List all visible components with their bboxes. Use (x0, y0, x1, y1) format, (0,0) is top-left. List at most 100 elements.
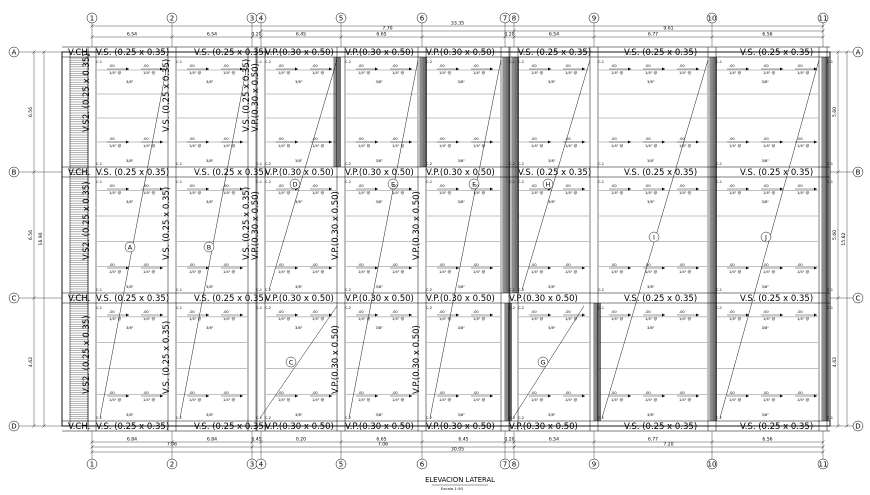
rebar-spacing-label: .00 (189, 184, 195, 188)
rebar-arrow (662, 394, 665, 398)
rebar-spacing-label: .00 (797, 184, 803, 188)
rebar-spacing-label: .00 (531, 184, 537, 188)
rebar-size-label: 1/4" @ (679, 270, 692, 274)
dim-bottom: 6.45 (251, 436, 261, 442)
rebar-arrow (375, 266, 378, 270)
axis-bubble-x (166, 12, 178, 24)
rebar-bar-label: 3/8" (647, 285, 655, 289)
column-tag: C-2 (345, 60, 351, 64)
dim-bottom-partial: 7.20 (663, 441, 673, 447)
rebar-bar-label: 3/8" (126, 285, 134, 289)
column-tag: C-1 (827, 288, 833, 292)
rebar-spacing-label: .00 (797, 391, 803, 395)
rebar-size-label: 1/4" @ (729, 144, 742, 148)
axis-label-x: 10 (708, 14, 717, 22)
beam-label-vertical: V.S. (0.25 x 0.35) (242, 59, 252, 132)
rebar-size-label: 1/4" @ (358, 317, 371, 321)
rebar-arrow (582, 266, 585, 270)
beam-label-horizontal: V.S. (0.25 x 0.35) (194, 168, 267, 178)
beam-label-vch: V.CH. (68, 168, 90, 178)
rebar-size-label: 1/4" @ (645, 270, 658, 274)
rebar-bar-label: 3/8" (126, 159, 134, 163)
rebar-size-label: 1/4" @ (278, 144, 291, 148)
beam-label-horizontal: V.P.(0.30 x 0.50) (345, 422, 414, 432)
rebar-size-label: 1/4" @ (109, 191, 122, 195)
rebar-size-label: 1/4" @ (473, 270, 486, 274)
rebar-bar-label: 3/8" (126, 326, 134, 330)
column-tag: C-2 (426, 416, 432, 420)
rebar-spacing-label: .00 (565, 310, 571, 314)
beam-label-horizontal: V.P.(0.30 x 0.50) (426, 168, 495, 178)
rebar-bar-label: 3/8" (376, 413, 384, 417)
beam-label-vch: V.CH. (68, 422, 90, 432)
axis-label-x: 9 (592, 460, 596, 468)
beam-label-horizontal: V.P.(0.30 x 0.50) (426, 48, 495, 58)
column-tag: C-2 (509, 416, 515, 420)
column-tag: C-2 (518, 180, 524, 184)
rebar-spacing-label: .00 (645, 310, 651, 314)
rebar-size-label: 1/4" @ (312, 270, 325, 274)
axis-label-y: D (11, 422, 16, 430)
rebar-size-label: 1/4" @ (189, 71, 202, 75)
dim-bottom-partial: 7.06 (378, 441, 388, 447)
rebar-arrow (696, 266, 699, 270)
rebar-spacing-label: .00 (473, 263, 479, 267)
column-tag: C-1 (716, 416, 722, 420)
rebar-size-label: 1/4" @ (109, 317, 122, 321)
rebar-spacing-label: .00 (729, 310, 735, 314)
column-tag: C-2 (518, 416, 524, 420)
column-tag: C-2 (345, 162, 351, 166)
rebar-spacing-label: .00 (312, 137, 318, 141)
rebar-spacing-label: .00 (645, 391, 651, 395)
beam-label-horizontal: V.S. (0.25 x 0.35) (740, 422, 813, 432)
rebar-arrow (329, 394, 332, 398)
beam-label-horizontal: V.P.(0.30 x 0.50) (265, 294, 334, 304)
rebar-spacing-label: .00 (278, 310, 284, 314)
dim-top: 6.54 (549, 31, 559, 37)
section-letter: C (289, 358, 294, 366)
beam-label-horizontal: V.S. (0.25 x 0.35) (624, 422, 697, 432)
column-tag: C-1 (598, 162, 604, 166)
rebar-size-label: 1/4" @ (611, 270, 624, 274)
rebar-arrow (628, 313, 631, 317)
rebar-arrow (240, 187, 243, 191)
rebar-spacing-label: .00 (611, 137, 617, 141)
rebar-spacing-label: .00 (611, 64, 617, 68)
rebar-size-label: 1/4" @ (143, 270, 156, 274)
rebar-size-label: 1/4" @ (763, 270, 776, 274)
beam-label-horizontal: V.P.(0.30 x 0.50) (509, 294, 578, 304)
rebar-spacing-label: .00 (679, 310, 685, 314)
rebar-size-label: 1/4" @ (189, 270, 202, 274)
rebar-arrow (746, 266, 749, 270)
column-tag: C-2 (518, 162, 524, 166)
column-tag: C-1 (256, 288, 262, 292)
rebar-bar-label: 3/8" (206, 413, 214, 417)
rebar-bar-label: 3/8" (376, 80, 384, 84)
beam-label-horizontal: V.P.(0.30 x 0.50) (345, 294, 414, 304)
column-tag: C-2 (345, 416, 351, 420)
section-letter: H (546, 180, 551, 188)
axis-bubble-x (416, 458, 428, 470)
beam-label-horizontal: V.P.(0.30 x 0.50) (265, 48, 334, 58)
beam-label-horizontal: V.S. (0.25 x 0.35) (96, 168, 169, 178)
rebar-size-label: 1/4" @ (358, 71, 371, 75)
axis-label-y: A (12, 48, 17, 56)
section-letter: J (764, 233, 767, 241)
rebar-arrow (240, 394, 243, 398)
rebar-spacing-label: .00 (143, 137, 149, 141)
rebar-size-label: 1/4" @ (143, 71, 156, 75)
rebar-spacing-label: .00 (797, 263, 803, 267)
rebar-arrow (582, 313, 585, 317)
rebar-spacing-label: .00 (109, 391, 115, 395)
rebar-bar-label: 3/8" (548, 80, 556, 84)
rebar-spacing-label: .00 (565, 64, 571, 68)
column-tag: C-2 (345, 306, 351, 310)
rebar-size-label: 1/4" @ (312, 191, 325, 195)
rebar-bar-label: 3/8" (206, 159, 214, 163)
column-tag: C-1 (256, 60, 262, 64)
rebar-bar-label: 3/8" (376, 200, 384, 204)
axis-bubble-x (335, 12, 347, 24)
beam-label-vertical: V.P.(0.30 x 0.50) (251, 191, 261, 260)
column-tag: C-2 (345, 180, 351, 184)
beam-label-vertical: V.S. (0.25 x 0.35) (162, 321, 172, 394)
